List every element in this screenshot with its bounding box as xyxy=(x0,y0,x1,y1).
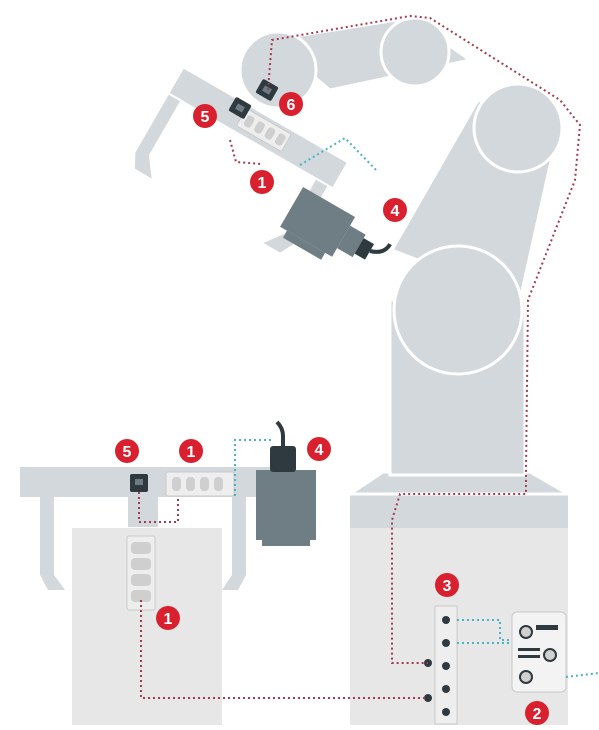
svg-text:1: 1 xyxy=(164,611,173,628)
robot-wrist-joint xyxy=(238,30,318,110)
sensor-icon xyxy=(130,474,148,492)
badge-3: 3 xyxy=(435,573,459,597)
distribution-block-icon xyxy=(424,605,458,725)
arm-gripper-left-finger xyxy=(132,92,183,183)
svg-text:4: 4 xyxy=(315,442,324,459)
svg-text:1: 1 xyxy=(187,444,196,461)
robot-base xyxy=(345,470,574,496)
badge-6: 6 xyxy=(279,92,303,116)
robot-upper-joint xyxy=(379,16,451,88)
sensor-icon xyxy=(228,97,252,119)
badge-1-arm: 1 xyxy=(250,170,274,194)
io-module-icon xyxy=(126,535,156,611)
svg-text:4: 4 xyxy=(391,203,400,220)
blue-wires xyxy=(234,136,599,678)
table-right-finger xyxy=(222,497,246,590)
controller-icon xyxy=(511,611,567,693)
badge-5-arm: 5 xyxy=(193,104,217,128)
svg-text:6: 6 xyxy=(287,97,296,114)
gripper-icon xyxy=(256,420,316,546)
table-left-finger xyxy=(40,497,65,590)
red-wires xyxy=(138,14,582,699)
svg-text:5: 5 xyxy=(201,109,210,126)
gripper-icon xyxy=(280,186,392,260)
svg-text:3: 3 xyxy=(443,578,452,595)
sensor-icon xyxy=(255,79,279,101)
svg-text:5: 5 xyxy=(123,444,132,461)
badge-5-table: 5 xyxy=(115,439,139,463)
robot-elbow-joint xyxy=(472,82,564,174)
svg-text:1: 1 xyxy=(258,175,267,192)
badge-1-cabinet: 1 xyxy=(156,606,180,630)
robot-shoulder-joint xyxy=(392,244,524,376)
badge-4-table: 4 xyxy=(307,437,331,461)
io-module-icon xyxy=(165,471,235,497)
badge-2: 2 xyxy=(525,701,549,725)
svg-text:2: 2 xyxy=(533,706,542,723)
badge-4-arm: 4 xyxy=(383,198,407,222)
robot-base-plinth xyxy=(350,494,568,528)
table-gripper-stem xyxy=(128,497,158,527)
robot-arm xyxy=(238,16,574,528)
badge-1-table: 1 xyxy=(179,439,203,463)
io-module-icon xyxy=(236,108,292,152)
